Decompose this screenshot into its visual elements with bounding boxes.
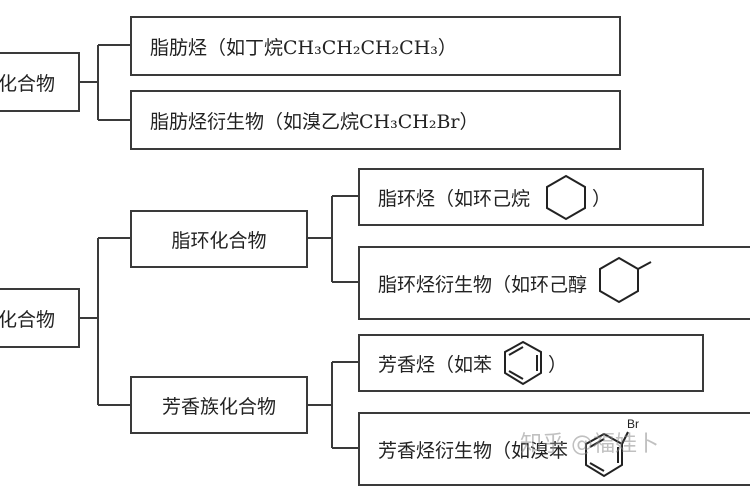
- node-label: 脂肪烃（如丁烷CH₃CH₂CH₂CH₃）: [150, 36, 457, 59]
- node-label-close: ）: [548, 353, 568, 376]
- node-label: 芳香烃衍生物（如溴苯: [378, 439, 569, 462]
- aromatic-compound-node: 芳香族化合物: [130, 376, 308, 434]
- watermark: 知乎 @福娃卜: [520, 432, 659, 457]
- node-label: 化合物: [0, 72, 56, 95]
- node-label: 化合物: [0, 308, 56, 331]
- benzene-structure-icon: [504, 340, 543, 386]
- node-label: 芳香族化合物: [161, 395, 276, 418]
- bromobenzene-structure-icon: Br: [585, 417, 639, 478]
- aromatic-hydrocarbon-node: 芳香烃（如苯 ）: [358, 334, 704, 392]
- node-label: 脂环烃衍生物（如环己醇: [378, 273, 588, 296]
- aliphatic-derivative-node: 脂肪烃衍生物（如溴乙烷CH₃CH₂Br）: [130, 90, 621, 150]
- aromatic-derivative-node: 芳香烃衍生物（如溴苯 Br: [358, 412, 750, 486]
- alicyclic-hydrocarbon-node: 脂环烃（如环己烷 ）: [358, 168, 704, 226]
- alicyclic-compound-node: 脂环化合物: [130, 210, 308, 268]
- node-label: 脂环化合物: [171, 229, 267, 252]
- node-label: 芳香烃（如苯: [378, 353, 493, 376]
- bromine-label: Br: [627, 417, 639, 431]
- node-label-close: ）: [592, 187, 612, 210]
- cyclohexanol-structure-icon: [599, 256, 652, 304]
- node-label: 脂肪烃衍生物（如溴乙烷CH₃CH₂Br）: [150, 110, 479, 133]
- cyclohexane-structure-icon: [546, 174, 587, 221]
- alicyclic-derivative-node: 脂环烃衍生物（如环己醇: [358, 246, 750, 320]
- root-node-top: 化合物: [0, 52, 80, 112]
- aliphatic-hydrocarbon-node: 脂肪烃（如丁烷CH₃CH₂CH₂CH₃）: [130, 16, 621, 76]
- root-node-bottom: 化合物: [0, 288, 80, 348]
- node-label: 脂环烃（如环己烷: [378, 187, 531, 210]
